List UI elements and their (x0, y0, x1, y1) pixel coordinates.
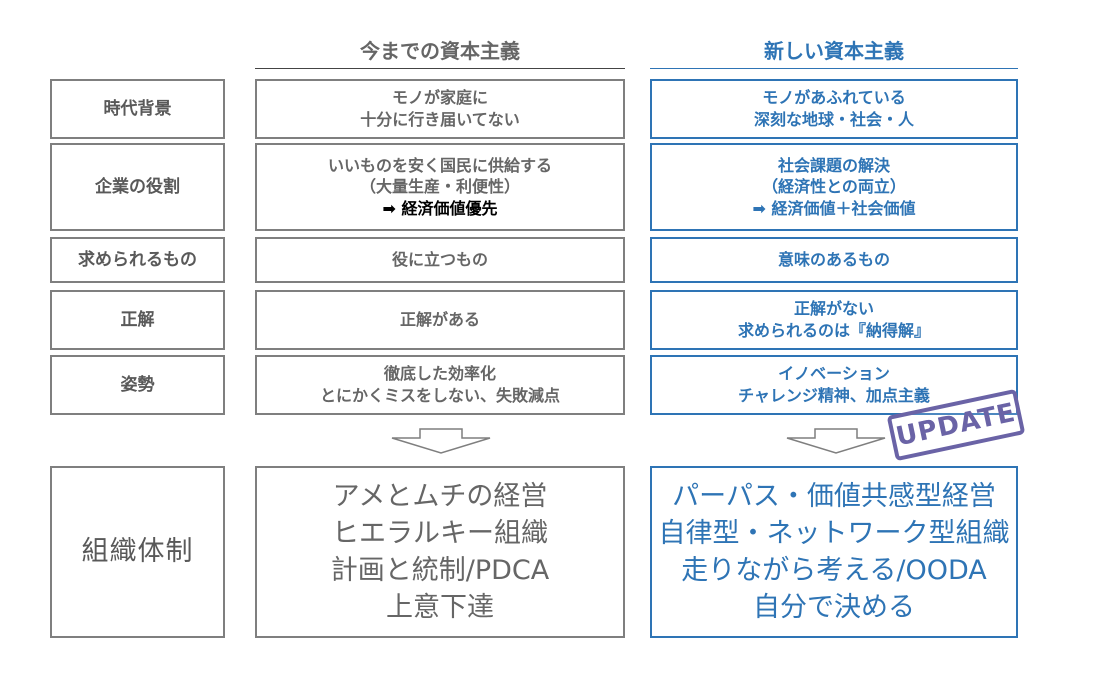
down-arrow-icon (786, 428, 886, 454)
new-line: 自律型・ネットワーク型組織 (658, 517, 1010, 549)
old-line: いいものを安く国民に供給する (327, 155, 552, 175)
old-line: 正解がある (399, 310, 480, 330)
row-new-organization: パーパス・価値共感型経営 自律型・ネットワーク型組織 走りながら考える/OODA… (650, 466, 1018, 638)
new-line: モノがあふれている (762, 88, 906, 108)
old-line: ヒエラルキー組織 (332, 517, 548, 549)
new-line: チャレンジ精神、加点主義 (738, 386, 930, 405)
new-line: 深刻な地球・社会・人 (753, 110, 914, 129)
row-label-company-role: 企業の役割 (50, 143, 225, 231)
new-line: 正解がない (793, 299, 874, 319)
old-line: 上意下達 (386, 592, 494, 624)
row-label-text: 組織体制 (81, 535, 194, 567)
row-new-demanded: 意味のあるもの (650, 237, 1018, 283)
row-label-text: 正解 (120, 309, 155, 330)
row-new-era: モノがあふれている 深刻な地球・社会・人 (650, 79, 1018, 139)
row-old-organization: アメとムチの経営 ヒエラルキー組織 計画と統制/PDCA 上意下達 (255, 466, 625, 638)
new-line: ➡ 経済価値＋社会価値 (752, 198, 916, 218)
header-new-capitalism: 新しい資本主義 (650, 30, 1018, 69)
row-label-text: 時代背景 (103, 98, 172, 119)
row-old-answer: 正解がある (255, 290, 625, 350)
row-label-text: 求められるもの (78, 249, 197, 270)
row-new-answer: 正解がない 求められるのは『納得解』 (650, 290, 1018, 350)
row-label-answer: 正解 (50, 290, 225, 350)
row-label-demanded: 求められるもの (50, 237, 225, 283)
old-line: 徹底した効率化 (383, 364, 496, 384)
new-line: 走りながら考える/OODA (681, 555, 987, 586)
row-label-era: 時代背景 (50, 79, 225, 139)
new-line: イノベーション (778, 364, 890, 384)
new-line: （経済性との両立） (762, 177, 906, 197)
old-line: 役に立つもの (391, 250, 488, 270)
new-line: 求められるのは『納得解』 (737, 321, 930, 340)
row-label-attitude: 姿勢 (50, 355, 225, 415)
header-old-capitalism: 今までの資本主義 (255, 30, 625, 69)
row-old-company-role: いいものを安く国民に供給する （大量生産・利便性） ➡ 経済価値優先 (255, 143, 625, 231)
new-line: パーパス・価値共感型経営 (672, 480, 996, 512)
old-line: アメとムチの経営 (332, 480, 548, 512)
row-label-text: 姿勢 (120, 374, 155, 395)
row-old-attitude: 徹底した効率化 とにかくミスをしない、失敗減点 (255, 355, 625, 415)
old-line: 十分に行き届いてない (360, 110, 520, 129)
row-new-attitude: イノベーション チャレンジ精神、加点主義 (650, 355, 1018, 415)
new-line: 意味のあるもの (777, 250, 890, 270)
old-line: とにかくミスをしない、失敗減点 (319, 386, 560, 405)
old-line: モノが家庭に (391, 88, 488, 108)
new-line: 自分で決める (753, 592, 915, 624)
down-arrow-icon (391, 428, 491, 454)
row-label-organization: 組織体制 (50, 466, 225, 638)
row-old-era: モノが家庭に 十分に行き届いてない (255, 79, 625, 139)
row-old-demanded: 役に立つもの (255, 237, 625, 283)
row-new-company-role: 社会課題の解決 （経済性との両立） ➡ 経済価値＋社会価値 (650, 143, 1018, 231)
new-line: 社会課題の解決 (777, 155, 890, 175)
old-line: 計画と統制/PDCA (330, 555, 550, 586)
old-line: （大量生産・利便性） (359, 177, 520, 197)
old-line-emphasis: ➡ 経済価値優先 (382, 198, 498, 218)
row-label-text: 企業の役割 (95, 176, 180, 197)
